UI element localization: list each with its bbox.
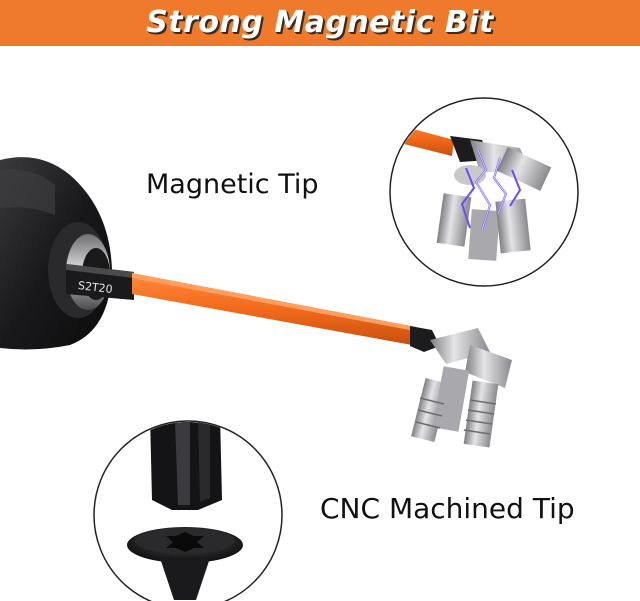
magnetic-tip-label: Magnetic Tip xyxy=(146,169,319,200)
cnc-tip-label: CNC Machined Tip xyxy=(320,492,575,525)
banner-title: Strong Magnetic Bit xyxy=(146,5,494,40)
title-banner xyxy=(0,0,640,46)
cnc-tip-callout xyxy=(93,420,283,601)
magnetized-screws xyxy=(411,328,512,448)
bit-marking: S2T20 xyxy=(77,279,113,296)
magnetic-tip-callout xyxy=(389,97,579,287)
bit-hex-shank: S2T20 xyxy=(66,264,134,300)
bit-shaft xyxy=(132,273,440,352)
